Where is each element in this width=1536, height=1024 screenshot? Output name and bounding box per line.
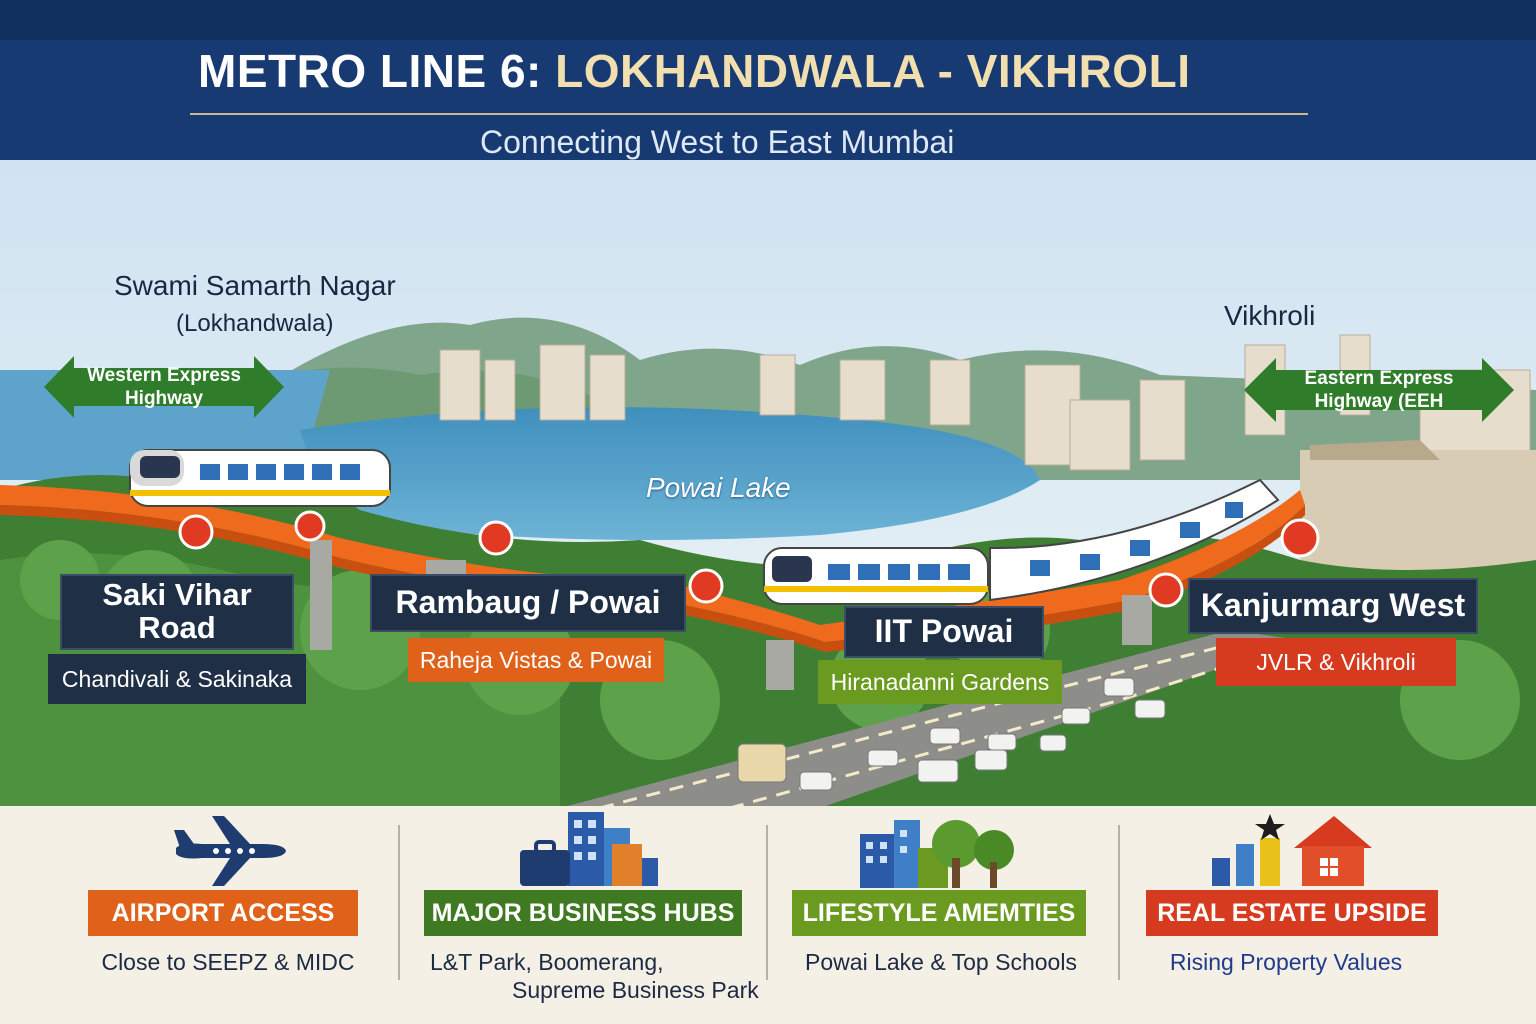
feature-business-hubs-label: MAJOR BUSINESS HUBS — [424, 890, 742, 936]
feature-real-estate-desc-line1: Rising Property Values — [1169, 949, 1403, 975]
station-kanjurmarg-west-tag: JVLR & Vikhroli — [1216, 638, 1456, 686]
feature-airport-access-label: AIRPORT ACCESS — [88, 890, 358, 936]
metro-scene: Swami Samarth Nagar (Lokhandwala) Vikhro… — [0, 160, 1536, 808]
feature-lifestyle-desc: Powai Lake & Top Schools — [786, 948, 1096, 976]
title-main: METRO LINE 6: — [198, 45, 542, 97]
feature-business-hubs-desc: L&T Park, Boomerang, Supreme Business Pa… — [410, 948, 759, 1004]
page-subtitle: Connecting West to East Mumbai — [480, 124, 955, 160]
feature-real-estate-desc: Rising Property Values — [1136, 948, 1436, 976]
station-rambaug-powai: Rambaug / Powai — [370, 574, 686, 632]
east-hwy-line2: Highway (EEH — [1314, 391, 1444, 412]
page-title: METRO LINE 6: LOKHANDWALA - VIKHROLI — [198, 44, 1190, 98]
east-terminus-name: Vikhroli — [1224, 300, 1316, 331]
station-kanjurmarg-west: Kanjurmarg West — [1188, 578, 1478, 634]
station-iit-powai: IIT Powai — [844, 606, 1044, 658]
west-hwy-line2: Highway — [124, 388, 204, 409]
station-saki-vihar-line2: Road — [138, 610, 216, 645]
feature-business-desc-line1: L&T Park, Boomerang, — [430, 949, 664, 975]
feature-real-estate-label: REAL ESTATE UPSIDE — [1146, 890, 1438, 936]
feature-divider-3 — [1118, 825, 1120, 980]
title-divider — [190, 113, 1308, 115]
title-accent: LOKHANDWALA - VIKHROLI — [541, 45, 1191, 97]
station-iit-powai-tag: Hiranadanni Gardens — [818, 660, 1062, 704]
feature-airport-access-desc: Close to SEEPZ & MIDC — [90, 948, 366, 976]
feature-business-desc-line2: Supreme Business Park — [512, 977, 759, 1003]
feature-divider-1 — [398, 825, 400, 980]
airplane-icon — [174, 816, 286, 886]
real-estate-house-icon — [1212, 814, 1372, 886]
east-hwy-line1: Eastern Express — [1304, 368, 1454, 389]
west-terminus-sub: (Lokhandwala) — [176, 310, 334, 337]
header-banner: METRO LINE 6: LOKHANDWALA - VIKHROLI Con… — [0, 0, 1536, 192]
feature-lifestyle-desc-line1: Powai Lake & Top Schools — [805, 949, 1077, 975]
west-hwy-line1: Western Express — [87, 365, 241, 386]
west-terminus-name: Swami Samarth Nagar — [114, 270, 396, 301]
station-rambaug-powai-tag: Raheja Vistas & Powai — [408, 638, 664, 682]
business-buildings-icon — [520, 812, 658, 886]
lifestyle-trees-icon — [860, 820, 1014, 888]
feature-lifestyle-label: LIFESTYLE AMEMTIES — [792, 890, 1086, 936]
header-background — [0, 0, 1536, 192]
station-saki-vihar-line1: Saki Vihar — [102, 577, 252, 613]
lake-label: Powai Lake — [646, 472, 791, 503]
station-saki-vihar-tag: Chandivali & Sakinaka — [48, 654, 306, 704]
feature-divider-2 — [766, 825, 768, 980]
feature-airport-desc-line1: Close to SEEPZ & MIDC — [101, 949, 355, 975]
